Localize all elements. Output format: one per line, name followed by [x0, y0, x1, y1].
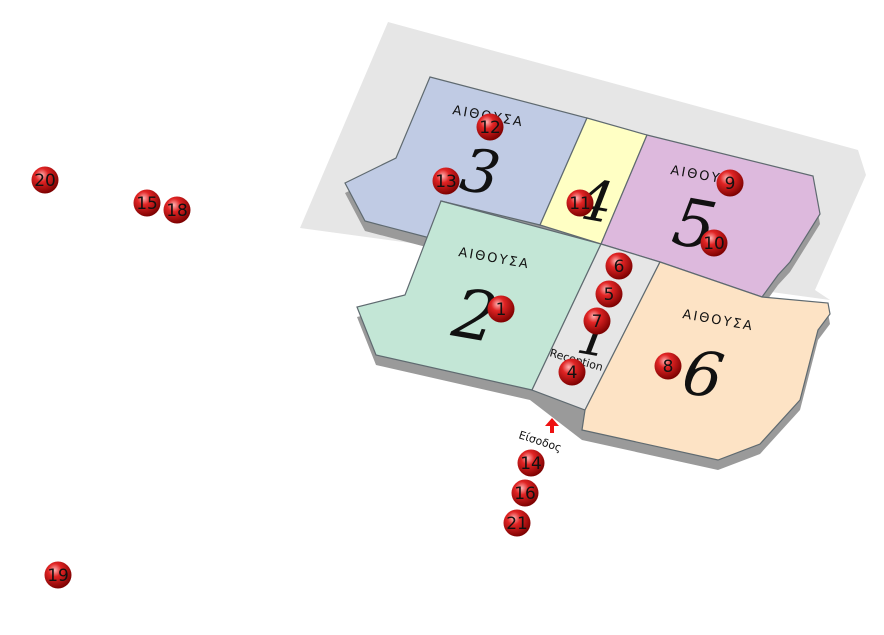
- location-marker-20[interactable]: 20: [31, 166, 59, 194]
- svg-text:7: 7: [592, 312, 603, 332]
- marker-layer: 1 4 5 6 7 8 9 10 11 12 13 14 15 16 18: [31, 113, 744, 589]
- hall-6-room[interactable]: [581, 261, 831, 461]
- svg-text:15: 15: [136, 194, 158, 214]
- svg-text:10: 10: [703, 234, 725, 254]
- location-marker-18[interactable]: 18: [163, 196, 191, 224]
- svg-text:14: 14: [520, 454, 542, 474]
- svg-text:20: 20: [34, 171, 56, 191]
- location-marker-14[interactable]: 14: [517, 449, 545, 477]
- svg-text:5: 5: [604, 285, 615, 305]
- svg-text:4: 4: [567, 363, 578, 383]
- location-marker-21[interactable]: 21: [503, 509, 531, 537]
- location-marker-4[interactable]: 4: [558, 358, 586, 386]
- location-marker-13[interactable]: 13: [432, 167, 460, 195]
- svg-text:6: 6: [614, 257, 625, 277]
- location-marker-11[interactable]: 11: [566, 189, 594, 217]
- svg-text:18: 18: [166, 201, 188, 221]
- location-marker-5[interactable]: 5: [595, 280, 623, 308]
- svg-text:21: 21: [506, 514, 528, 534]
- location-marker-16[interactable]: 16: [511, 479, 539, 507]
- location-marker-7[interactable]: 7: [583, 307, 611, 335]
- location-marker-6[interactable]: 6: [605, 252, 633, 280]
- svg-text:9: 9: [725, 174, 736, 194]
- svg-text:16: 16: [514, 484, 536, 504]
- location-marker-8[interactable]: 8: [654, 352, 682, 380]
- location-marker-10[interactable]: 10: [700, 229, 728, 257]
- location-marker-19[interactable]: 19: [44, 561, 72, 589]
- svg-text:11: 11: [569, 194, 591, 214]
- svg-text:8: 8: [663, 357, 674, 377]
- svg-text:19: 19: [47, 566, 69, 586]
- location-marker-9[interactable]: 9: [716, 169, 744, 197]
- location-marker-15[interactable]: 15: [133, 189, 161, 217]
- svg-text:12: 12: [479, 118, 501, 138]
- svg-text:1: 1: [496, 300, 507, 320]
- svg-text:13: 13: [435, 172, 457, 192]
- location-marker-12[interactable]: 12: [476, 113, 504, 141]
- location-marker-1[interactable]: 1: [487, 295, 515, 323]
- entrance[interactable]: Είσοδος: [517, 418, 563, 455]
- entrance-label: Είσοδος: [517, 428, 563, 454]
- arrow-up-icon: [545, 418, 559, 433]
